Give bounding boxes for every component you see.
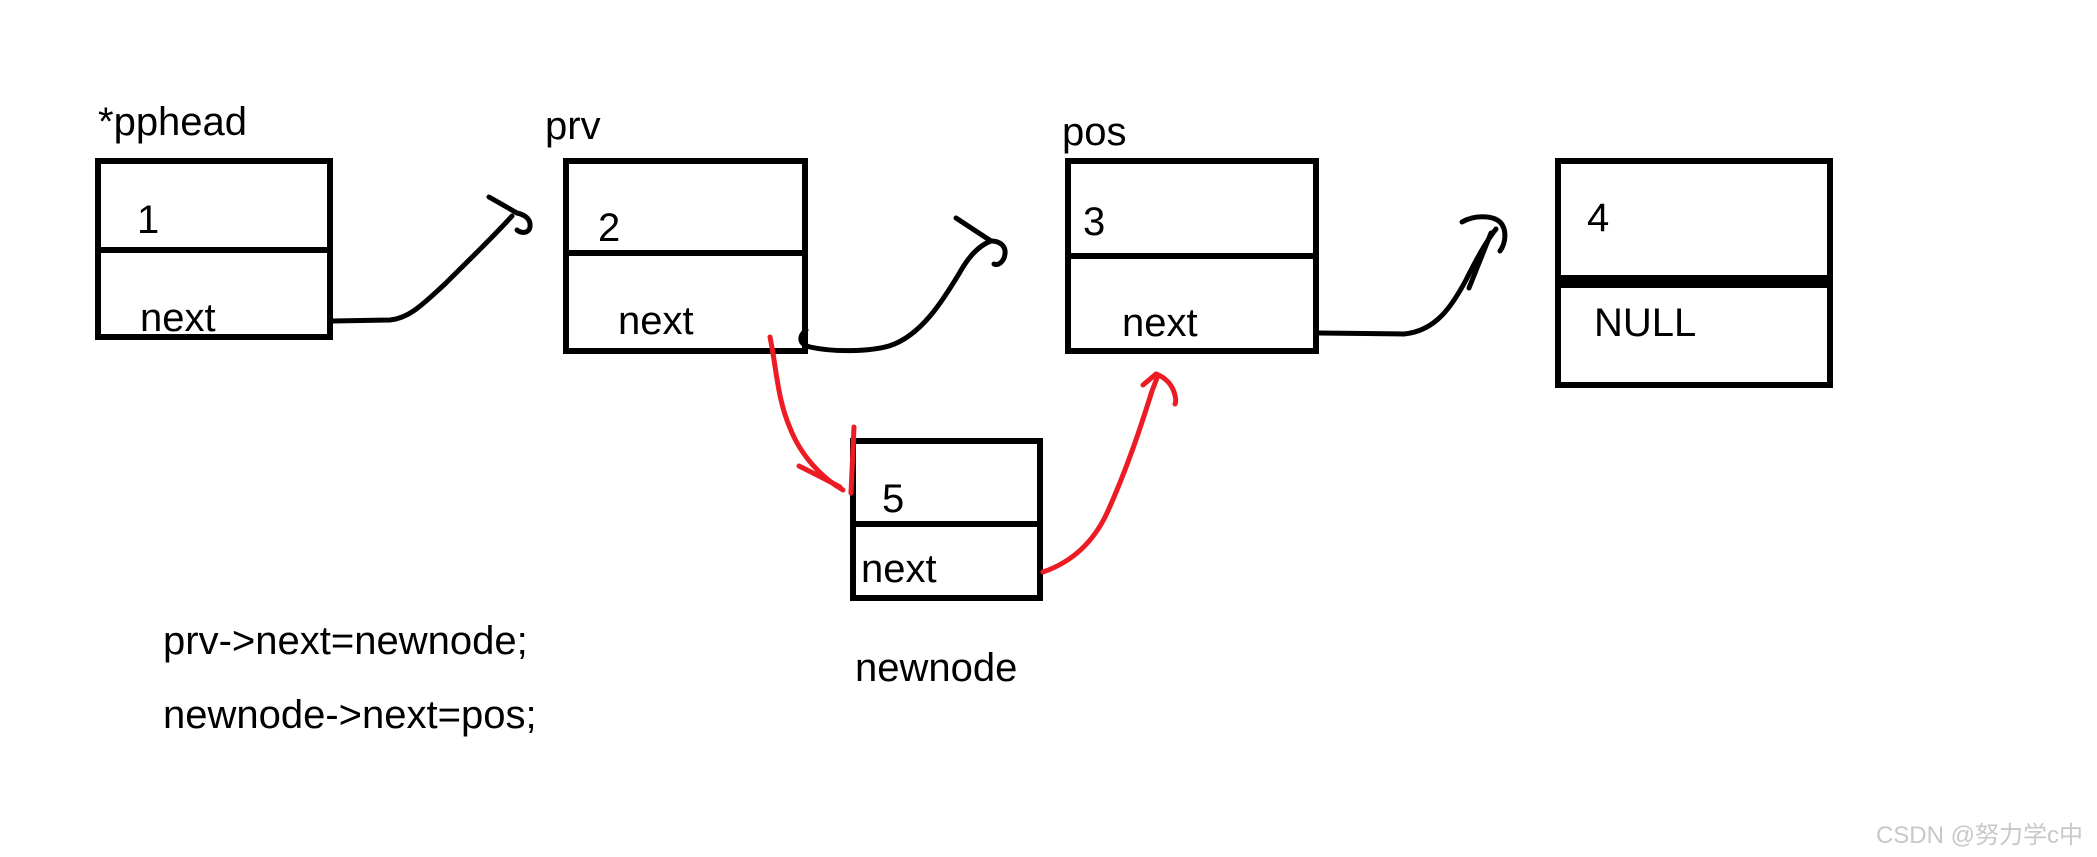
node-value-pphead: 1 (137, 198, 160, 242)
node-pointer-field-newnode: next (861, 547, 937, 591)
node-label-pphead: *pphead (98, 100, 248, 144)
arrow-prv-next-to-pos (798, 215, 1008, 354)
node-divider (1071, 253, 1313, 259)
node-value-tail: 4 (1587, 196, 1610, 240)
node-pointer-field-prv: next (618, 299, 694, 343)
node-box-pphead (95, 158, 333, 340)
code-line-prv-next: prv->next=newnode; (163, 619, 528, 663)
node-label-prv: prv (545, 104, 601, 148)
node-pointer-field-pos: next (1122, 301, 1198, 345)
arrow-newnode-next-to-pos (1040, 371, 1179, 575)
node-box-newnode (850, 438, 1043, 601)
arrow-pos-next-to-tail (1316, 214, 1508, 337)
node-pointer-field-tail: NULL (1594, 301, 1697, 345)
node-label-pos: pos (1062, 110, 1127, 154)
node-box-pos (1065, 158, 1319, 354)
code-line-newnode-next: newnode->next=pos; (163, 693, 537, 737)
node-divider (569, 250, 802, 256)
node-value-prv: 2 (598, 206, 621, 250)
node-value-newnode: 5 (882, 477, 905, 521)
node-divider (1561, 275, 1827, 288)
watermark: CSDN @努力学c中 (1875, 822, 2083, 849)
node-divider (101, 247, 327, 253)
node-pointer-field-pphead: next (140, 296, 216, 340)
node-label-newnode: newnode (855, 646, 1018, 690)
arrow-pphead-next-to-prv (330, 194, 533, 324)
node-value-pos: 3 (1083, 200, 1106, 244)
arrow-prv-next-to-newnode (767, 334, 857, 496)
node-divider (856, 521, 1037, 527)
node-box-tail (1555, 158, 1833, 388)
